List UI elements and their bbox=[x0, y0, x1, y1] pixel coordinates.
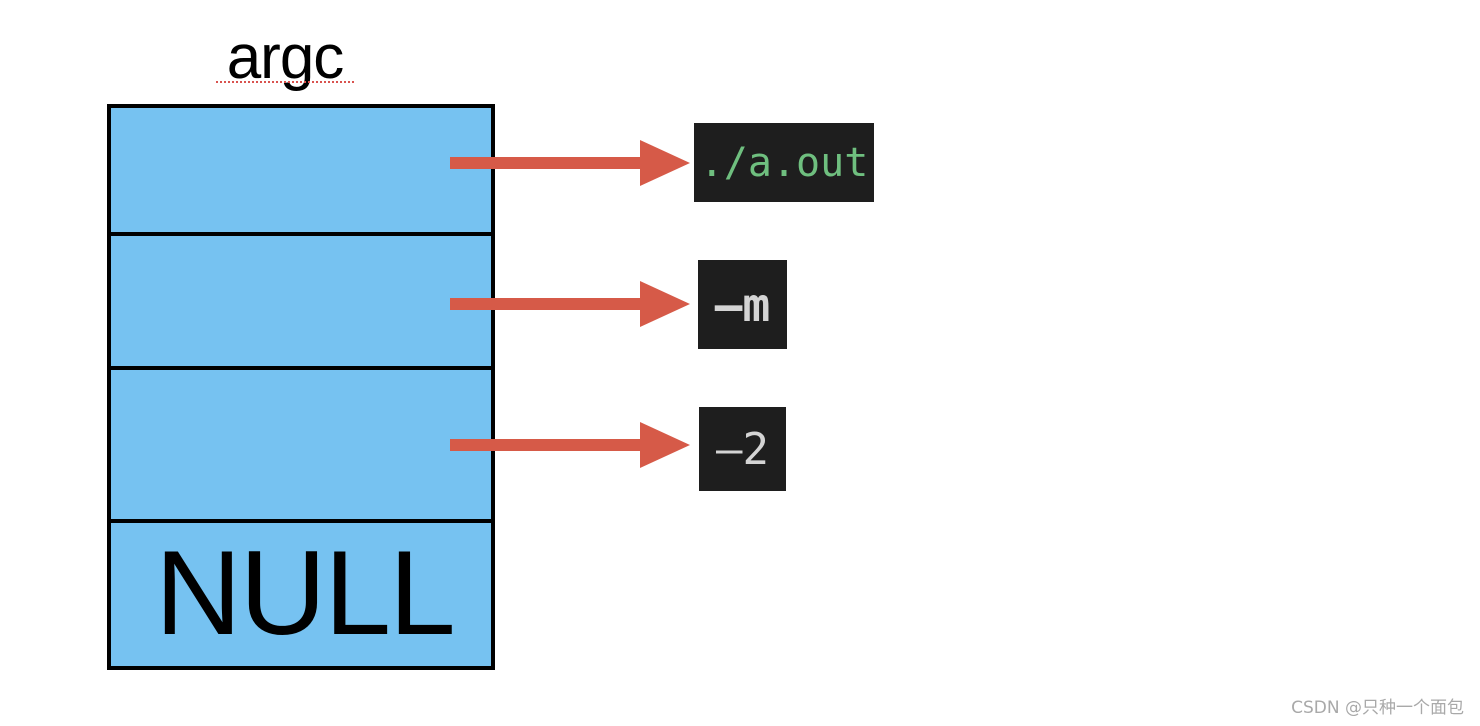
argv-cell-1 bbox=[111, 232, 491, 366]
argv-cell-2 bbox=[111, 366, 491, 519]
null-terminator-text: NULL bbox=[155, 526, 456, 660]
watermark: CSDN @只种一个面包 bbox=[1291, 698, 1464, 718]
arg-box-0: ./a.out bbox=[694, 123, 874, 202]
argv-array: NULL bbox=[107, 104, 495, 670]
arrow-icon-1 bbox=[450, 281, 690, 327]
arg-text-1: —m bbox=[714, 277, 771, 332]
argc-label: argc bbox=[226, 23, 345, 92]
arrow-icon-2 bbox=[450, 422, 690, 468]
arg-text-0: ./a.out bbox=[699, 139, 869, 186]
arg-text-2: —2 bbox=[716, 423, 769, 475]
spellcheck-underline bbox=[216, 81, 354, 83]
argv-cell-0 bbox=[111, 108, 491, 232]
arrow-icon-0 bbox=[450, 140, 690, 186]
arg-box-2: —2 bbox=[699, 407, 786, 491]
arg-box-1: —m bbox=[698, 260, 787, 349]
argv-cell-null: NULL bbox=[111, 519, 491, 666]
